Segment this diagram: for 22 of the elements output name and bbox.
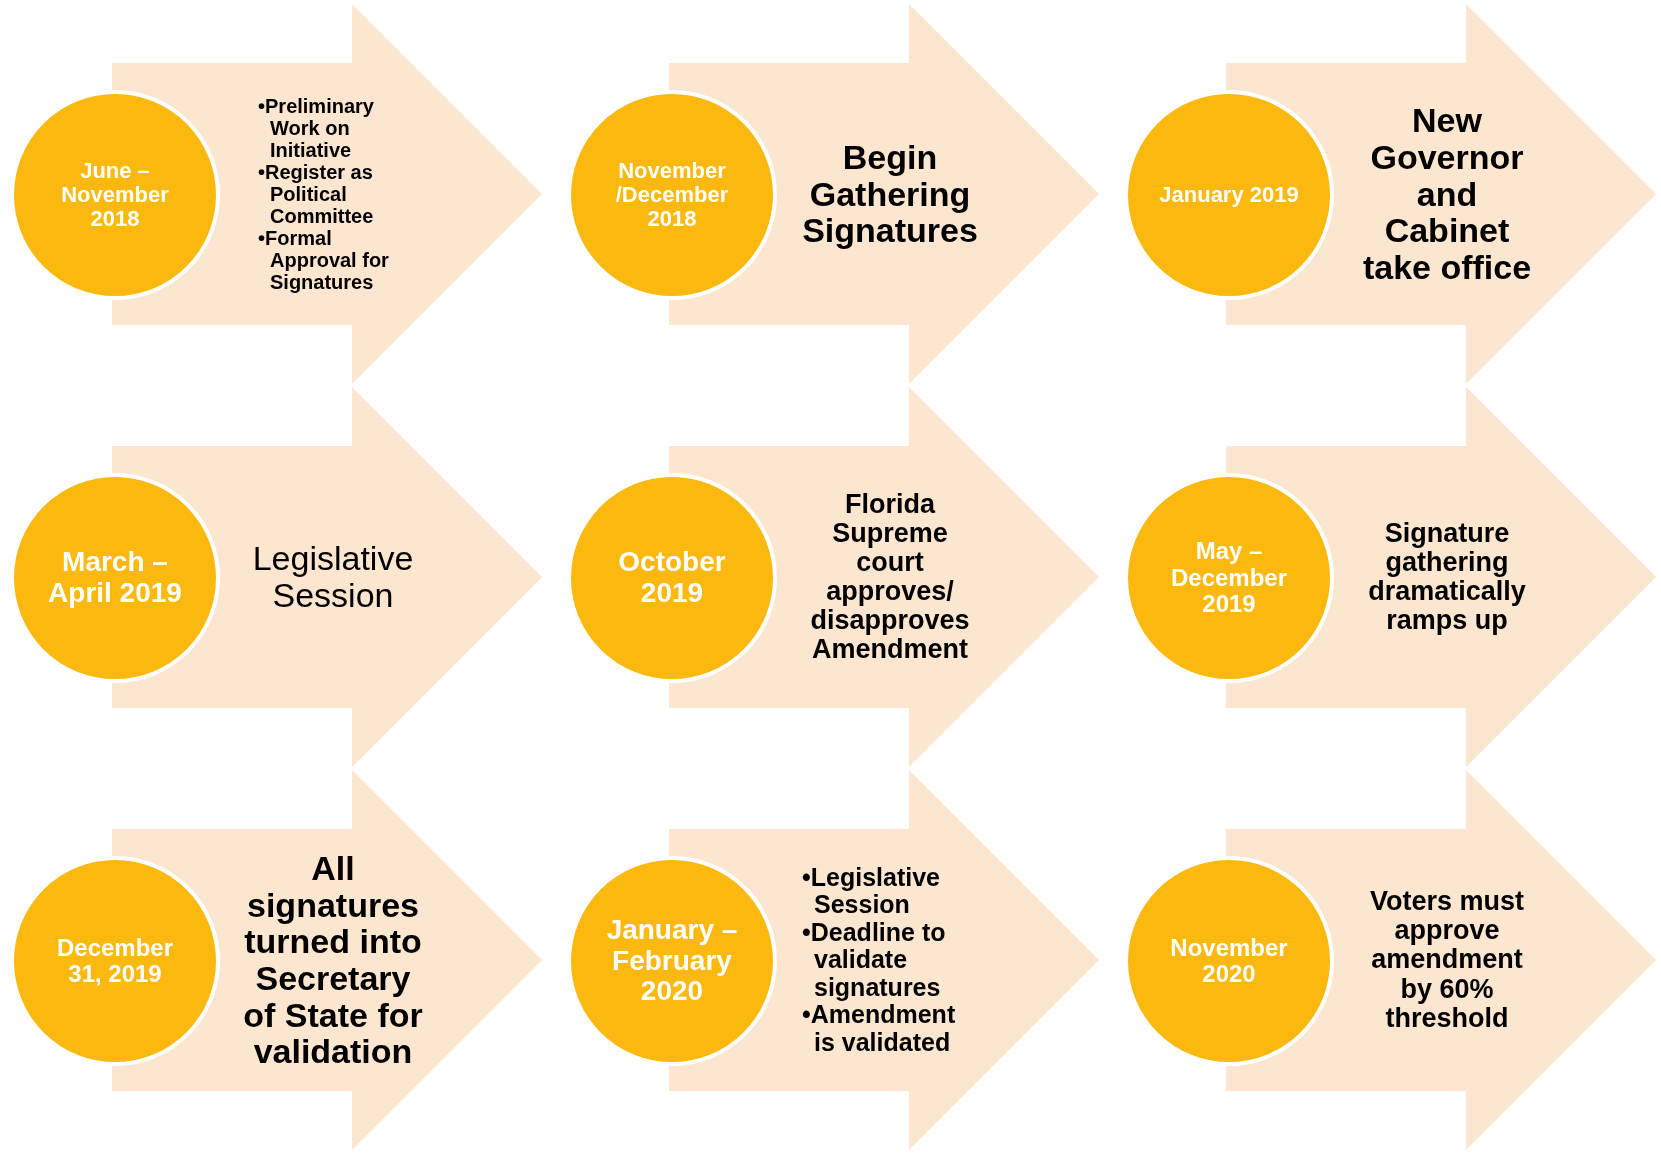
date-text: May – December 2019 [1169,538,1289,618]
date-text: December 31, 2019 [55,934,175,988]
step-description: All signatures turned into Secretary of State for validation [242,849,424,1071]
bullet-text: •Legislative Session [802,863,941,919]
date-text: January – February 2020 [605,914,739,1008]
step-description: Begin Gathering Signatures [801,138,979,250]
bullet-text: •Register as Political Committee [258,161,375,227]
step-description: Voters must approve amendment by 60% threshold [1368,887,1525,1033]
step-description: New Governor and Cabinet take office [1361,102,1533,286]
bullet-text: •Preliminary Work on Initiative [258,95,375,161]
step-description: Signature gathering dramatically ramps up [1367,518,1527,636]
date-text: November 2020 [1169,934,1289,988]
date-text: March – April 2019 [47,547,183,609]
step-description: Legislative Session [251,540,415,614]
bullet-text: •Deadline to validate signatures [802,918,947,1002]
date-text: November /December 2018 [614,158,730,232]
step-description: Florida Supreme court approves/ disapproves Amendment [809,489,971,665]
date-text: January 2019 [1158,182,1300,208]
bullet-text: •Amendment is validated [802,1001,957,1057]
bullet-text: •Formal Approval for Signatures [258,227,390,293]
date-text: October 2019 [617,547,727,609]
date-text: June – November 2018 [60,158,170,232]
